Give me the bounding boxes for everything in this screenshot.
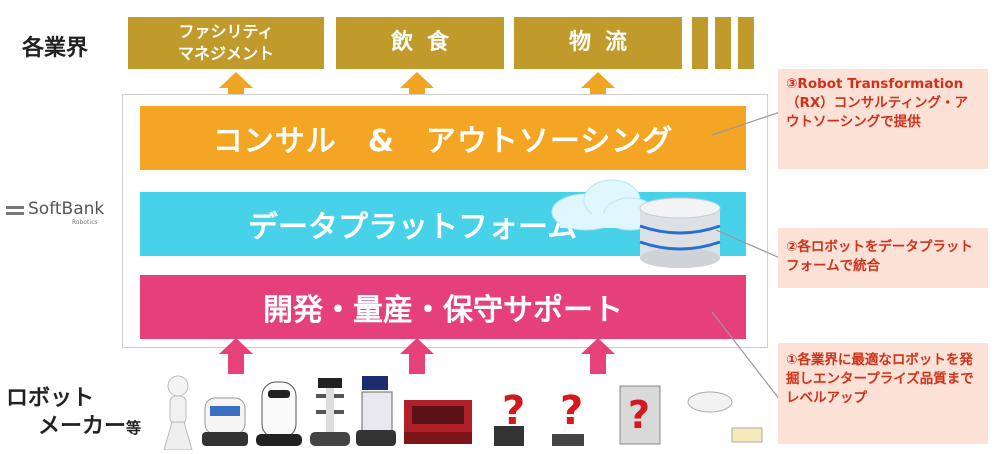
layer-development-label: 開発・量産・保守サポート xyxy=(263,293,623,328)
svg-text:?: ? xyxy=(560,388,583,434)
industry-food: 飲食 xyxy=(336,17,504,69)
industry-facility-line1: ファシリティ xyxy=(178,22,274,41)
unknown-robot-icon: ? xyxy=(619,385,661,445)
robot-lineup: ? ? ? xyxy=(163,375,763,450)
up-arrow-icon xyxy=(581,338,615,374)
layer-consulting-label: コンサル & アウトソーシング xyxy=(212,124,674,159)
layer-consulting: コンサル & アウトソーシング xyxy=(140,106,746,170)
industry-more-bar xyxy=(738,17,754,69)
industry-logistics: 物流 xyxy=(514,17,682,69)
serving-robot-icon xyxy=(310,378,350,446)
humanoid-robot-icon xyxy=(163,375,193,450)
unknown-robot-icon: ? xyxy=(494,388,525,446)
database-icon xyxy=(639,197,721,268)
svg-text:?: ? xyxy=(502,388,525,434)
robot-maker-label-line2: メーカー等 xyxy=(38,408,141,440)
industry-more-bar xyxy=(715,17,731,69)
industry-facility-line2: マネジメント xyxy=(177,44,274,63)
layer-development: 開発・量産・保守サポート xyxy=(140,275,746,339)
softbank-logo-icon xyxy=(6,206,24,218)
delivery-robot-icon xyxy=(356,376,396,446)
industry-logistics-label: 物流 xyxy=(568,30,641,55)
cleaning-robot-icon xyxy=(202,397,248,446)
layer-data-platform-label: データプラットフォーム xyxy=(248,210,578,245)
callout-data-platform: ②各ロボットをデータプラットフォームで統合 xyxy=(778,228,988,288)
small-device-icon xyxy=(687,391,763,443)
callout-rx-consulting: ③Robot Transformation（RX）コンサルティング・アウトソーシ… xyxy=(778,69,988,169)
industry-facility-management: ファシリティ マネジメント xyxy=(128,17,324,69)
industrial-machine-icon xyxy=(404,400,472,444)
industry-more-bar xyxy=(692,17,708,69)
up-arrow-icon xyxy=(219,338,253,374)
softbank-logo-name: SoftBank xyxy=(28,199,105,219)
unknown-robot-icon: ? xyxy=(552,388,584,446)
robot-maker-label-line1: ロボット xyxy=(6,386,95,411)
svg-text:?: ? xyxy=(628,393,650,437)
robot-maker-label-suffix: 等 xyxy=(126,419,142,437)
callout-robot-discovery: ①各業界に最適なロボットを発掘しエンタープライズ品質までレベルアップ xyxy=(778,343,988,444)
industry-food-label: 飲食 xyxy=(390,30,463,55)
service-robot-icon xyxy=(256,381,302,446)
industries-label: 各業界 xyxy=(22,36,89,61)
softbank-logo-sub: Robotics xyxy=(72,219,98,226)
up-arrow-icon xyxy=(400,338,434,374)
robot-maker-label-main: メーカー xyxy=(38,414,127,439)
